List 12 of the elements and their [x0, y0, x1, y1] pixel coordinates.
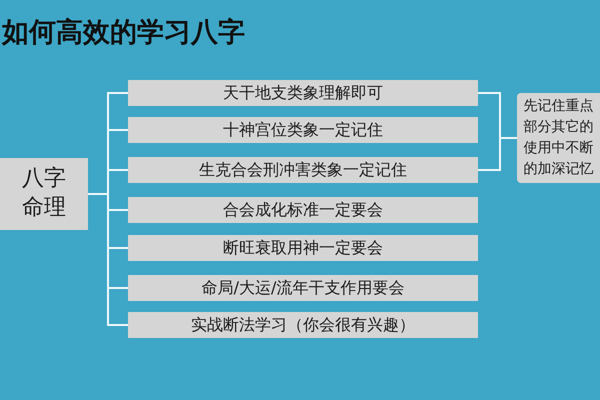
item-box: 断旺衰取用神一定要会 [128, 235, 478, 261]
title: 如何高效的学习八字 [2, 16, 245, 50]
item-box: 生克合会刑冲害类象一定记住 [128, 157, 478, 183]
item-box: 合会成化标准一定要会 [128, 197, 478, 223]
item-box: 天干地支类象理解即可 [128, 80, 478, 106]
item-box: 十神宫位类象一定记住 [128, 117, 478, 143]
note-box: 先记住重点部分其它的使用中不断的加深记忆 [517, 93, 600, 183]
topic-box: 八字命理 [0, 158, 88, 230]
item-box: 实战断法学习（你会很有兴趣） [128, 312, 478, 338]
connector-line [88, 193, 128, 326]
item-box: 命局/大运/流年干支作用要会 [128, 275, 478, 301]
connector-line [478, 137, 517, 171]
